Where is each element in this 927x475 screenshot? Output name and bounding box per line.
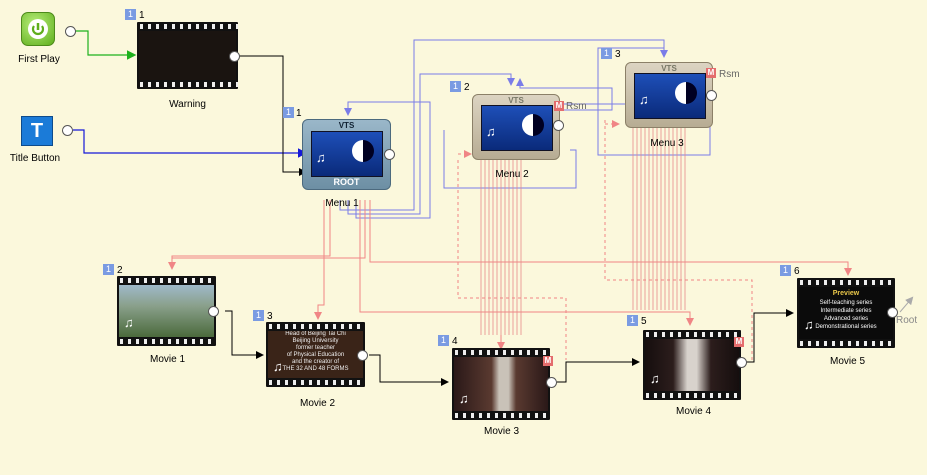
yin-yang-icon	[352, 140, 374, 162]
movie2-text-3: of Physical Education	[286, 352, 345, 358]
menu1-port[interactable]	[384, 149, 395, 160]
movie2-port[interactable]	[357, 350, 368, 361]
preview-line-2: Advanced series	[823, 316, 869, 322]
preview-line-1: Intermediate series	[820, 308, 872, 314]
yin-yang-icon	[675, 82, 697, 104]
movie5-end-root: Root	[896, 315, 918, 326]
movie4-label: Movie 4	[675, 406, 711, 417]
movie5-thumbnail[interactable]: Preview Self-teaching series Intermediat…	[797, 278, 895, 348]
movie2-text-1: Beijing University	[292, 338, 339, 344]
first-play-node[interactable]: First Play	[14, 12, 76, 72]
movie5-badge: 1	[780, 265, 791, 276]
movie1-label: Movie 1	[149, 354, 185, 365]
menu1-screen: ♫	[311, 131, 383, 177]
movie5-label: Movie 5	[829, 356, 865, 367]
menu2-node[interactable]: VTS ♫	[472, 94, 560, 160]
warning-thumbnail[interactable]	[137, 22, 238, 89]
movie1-number: 2	[117, 265, 123, 276]
menu2-number: 2	[464, 82, 470, 93]
movie3-number: 4	[452, 336, 458, 347]
menu3-rsm: Rsm	[719, 69, 740, 80]
preview-title: Preview	[832, 290, 860, 297]
menu2-badge: 1	[450, 81, 461, 92]
movie3-badge: 1	[438, 335, 449, 346]
menu3-node[interactable]: VTS ♫	[625, 62, 713, 128]
movie3-label: Movie 3	[483, 426, 519, 437]
music-note-icon: ♫	[639, 92, 649, 107]
movie2-text-0: Head of Beijing Tai Chi	[285, 331, 346, 337]
first-play-port[interactable]	[65, 26, 76, 37]
yin-yang-icon	[522, 114, 544, 136]
movie2-label: Movie 2	[299, 398, 335, 409]
warning-badge: 1	[125, 9, 136, 20]
movie4-badge: 1	[627, 315, 638, 326]
menu3-vts: VTS	[661, 64, 677, 73]
menu2-port[interactable]	[553, 120, 564, 131]
movie3-thumbnail[interactable]: ♫	[452, 348, 550, 420]
music-note-icon: ♫	[486, 124, 496, 139]
movie2-text-2: former teacher	[295, 345, 335, 351]
title-T-icon: T	[21, 116, 53, 146]
menu3-resume-mark: M	[706, 68, 716, 78]
movie2-text-4: and the creator of	[291, 359, 340, 365]
movie4-number: 5	[641, 316, 647, 327]
power-icon	[21, 12, 55, 46]
movie1-port[interactable]	[208, 306, 219, 317]
menu2-screen: ♫	[481, 105, 553, 151]
menu3-badge: 1	[601, 48, 612, 59]
menu3-label: Menu 3	[650, 138, 684, 149]
menu1-root: ROOT	[333, 177, 360, 187]
title-button-port[interactable]	[62, 125, 73, 136]
movie5-port[interactable]	[887, 307, 898, 318]
menu2-resume-mark: M	[554, 101, 564, 111]
movie1-badge: 1	[103, 264, 114, 275]
music-note-icon: ♫	[804, 317, 814, 332]
menu3-screen: ♫	[634, 73, 706, 119]
first-play-label: First Play	[18, 54, 60, 65]
menu2-rsm: Rsm	[566, 101, 587, 112]
movie3-mark: M	[543, 356, 553, 366]
movie5-number: 6	[794, 266, 800, 277]
menu2-vts: VTS	[508, 96, 524, 105]
music-note-icon: ♫	[124, 315, 134, 330]
menu1-vts: VTS	[338, 121, 355, 130]
movie3-port[interactable]	[546, 377, 557, 388]
movie2-text-5: THE 32 AND 48 FORMS	[282, 366, 349, 372]
menu1-node[interactable]: VTS ♫ ROOT	[302, 119, 391, 190]
title-button-node[interactable]: T Title Button	[6, 116, 76, 166]
warning-number: 1	[139, 10, 145, 21]
music-note-icon: ♫	[316, 150, 326, 165]
music-note-icon: ♫	[459, 391, 469, 406]
movie2-badge: 1	[253, 310, 264, 321]
warning-label: Warning	[169, 99, 206, 110]
movie4-port[interactable]	[736, 357, 747, 368]
title-button-label: Title Button	[9, 153, 61, 164]
preview-line-3: Demonstrational series	[815, 324, 877, 330]
music-note-icon: ♫	[273, 359, 283, 374]
movie2-thumbnail[interactable]: Head of Beijing Tai Chi Beijing Universi…	[266, 322, 365, 387]
movie4-thumbnail[interactable]: ♫	[643, 330, 741, 400]
movie4-mark: M	[734, 337, 744, 347]
movie2-number: 3	[267, 311, 273, 322]
menu2-label: Menu 2	[495, 169, 529, 180]
music-note-icon: ♫	[650, 371, 660, 386]
menu3-number: 3	[615, 49, 621, 60]
warning-port[interactable]	[229, 51, 240, 62]
menu1-label: Menu 1	[325, 198, 359, 209]
menu3-port[interactable]	[706, 90, 717, 101]
movie1-thumbnail[interactable]: ♫	[117, 276, 216, 346]
preview-line-0: Self-teaching series	[819, 300, 873, 306]
menu1-badge: 1	[283, 107, 294, 118]
menu1-number: 1	[296, 108, 302, 119]
